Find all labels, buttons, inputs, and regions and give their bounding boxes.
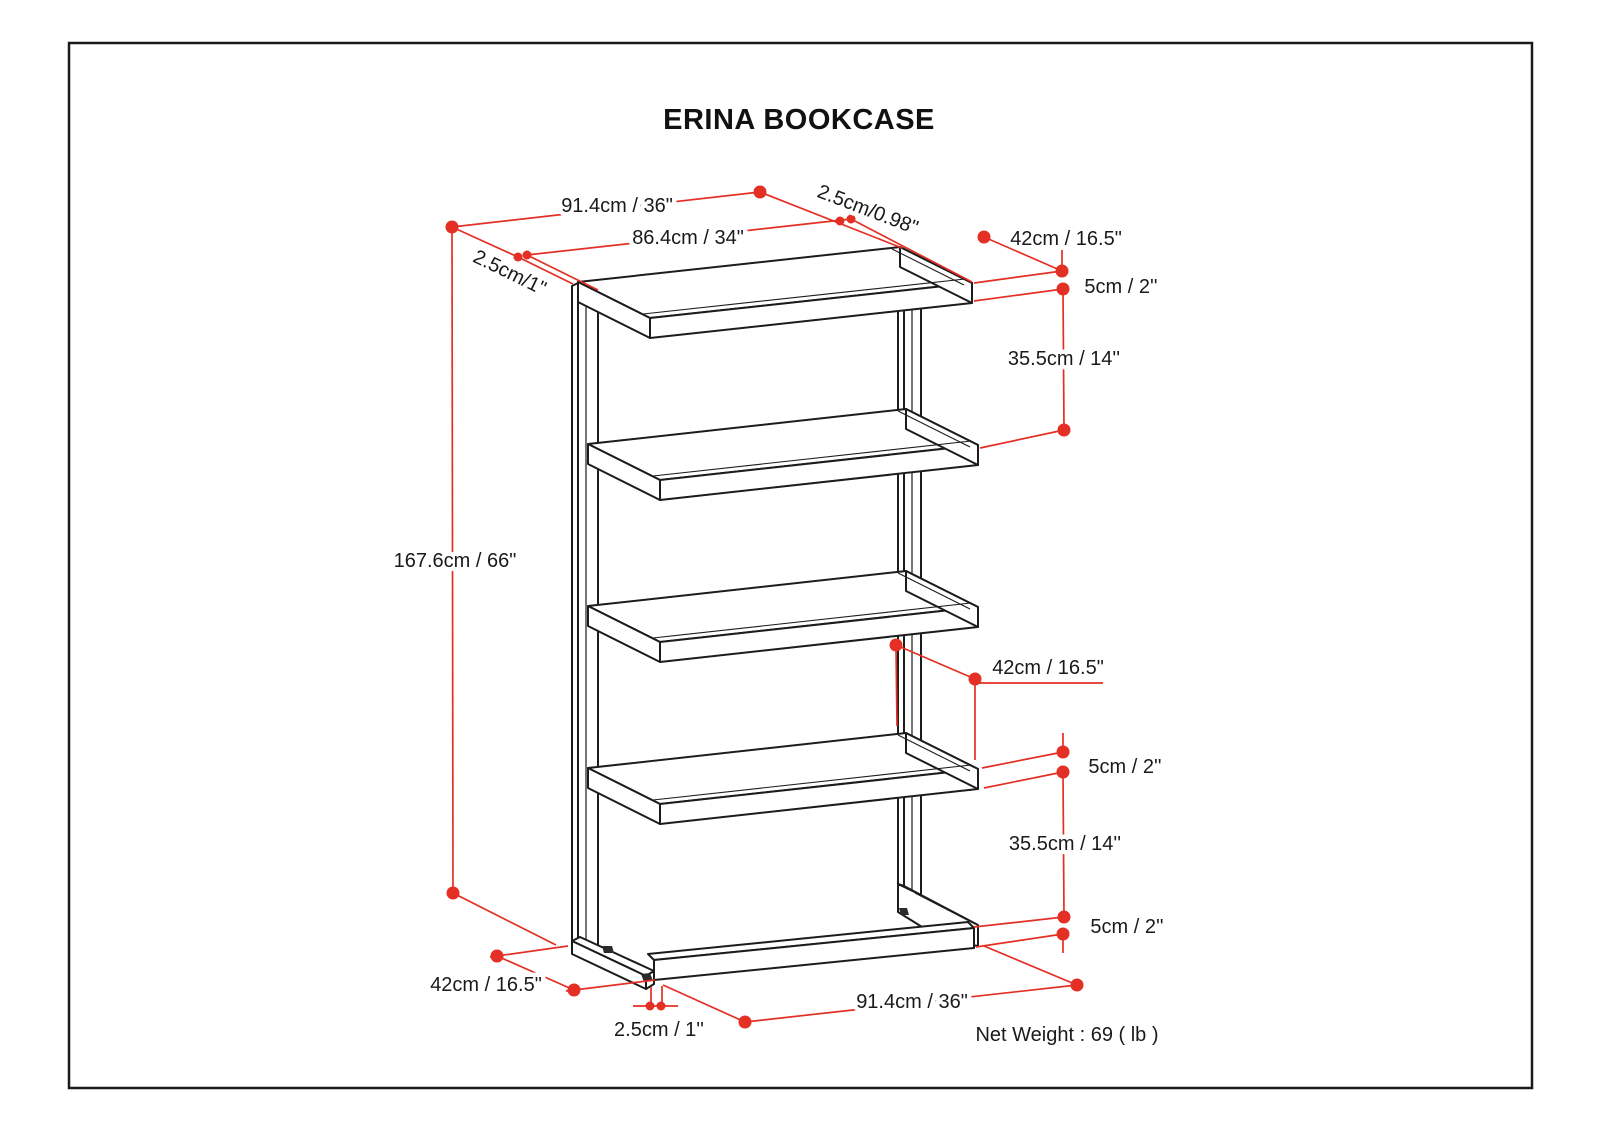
dimension-dots (445, 185, 1084, 1029)
dim-label-top-width-total: 91.4cm / 36" (561, 195, 673, 217)
dim-label-mid-depth: 42cm / 16.5" (992, 657, 1104, 679)
shelf-4 (587, 732, 979, 825)
shelf-3 (587, 570, 979, 663)
dim-label-top-depth: 42cm / 16.5" (1010, 228, 1122, 250)
shelf-2 (587, 408, 979, 501)
page-title: ERINA BOOKCASE (663, 104, 935, 136)
dim-label-bottom-rail-thickness: 5cm / 2'' (1090, 916, 1163, 938)
dim-label-bottom-depth: 42cm / 16.5" (430, 974, 542, 996)
dim-label-top-overhang-right: 2.5cm/0.98" (814, 181, 921, 240)
shelf-top (577, 246, 973, 339)
dim-label-top-shelf-gap: 35.5cm / 14'' (1008, 348, 1120, 370)
shelves (577, 246, 979, 825)
dim-label-height-total: 167.6cm / 66" (394, 550, 517, 572)
dim-label-top-width-inner: 86.4cm / 34" (632, 227, 744, 249)
net-weight-note: Net Weight : 69 ( lb ) (975, 1024, 1158, 1046)
dim-label-top-shelf-thickness: 5cm / 2'' (1084, 276, 1157, 298)
dim-label-lower-shelf-gap: 35.5cm / 14'' (1009, 833, 1121, 855)
page-border (67, 41, 1534, 1090)
front-floor-rail (647, 921, 975, 981)
dim-label-mid-shelf-thickness: 5cm / 2'' (1088, 756, 1161, 778)
feet (602, 908, 909, 982)
dim-label-bottom-overhang: 2.5cm / 1'' (614, 1019, 704, 1041)
dim-label-bottom-width-total: 91.4cm / 36" (856, 991, 968, 1013)
